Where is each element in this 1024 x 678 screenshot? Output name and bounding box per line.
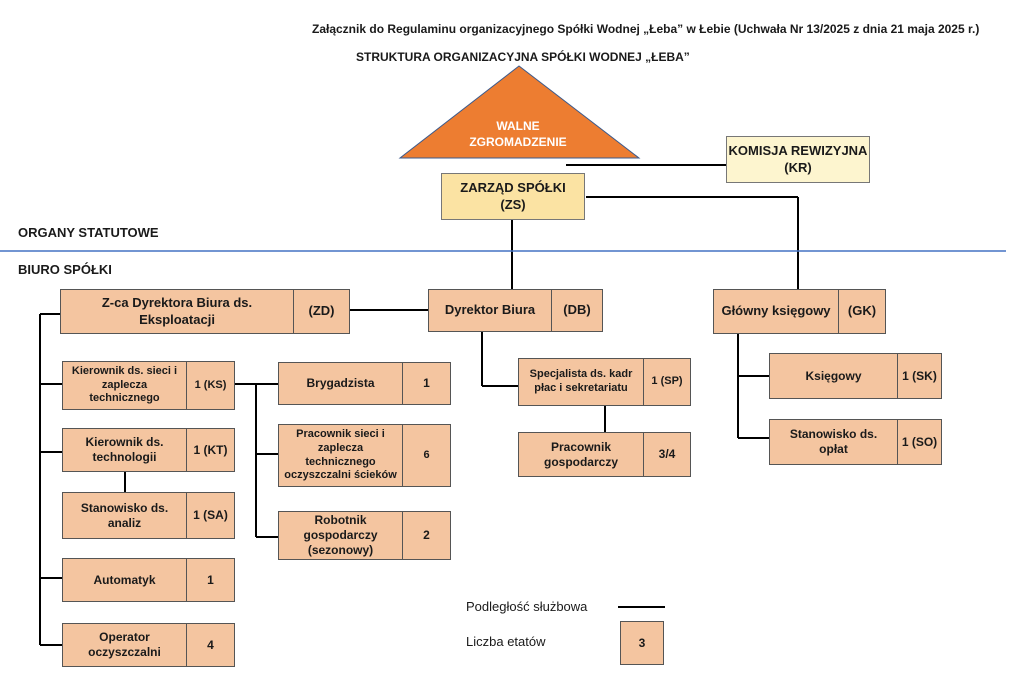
audit-committee-box: KOMISJA REWIZYJNA (KR) (726, 136, 870, 183)
unit-db-label: Dyrektor Biura (444, 302, 536, 318)
unit-automatyk: Automatyk 1 (62, 558, 235, 602)
legend-positions-sample: 3 (620, 621, 664, 665)
unit-so-count: 1 (SO) (897, 420, 941, 464)
unit-so: Stanowisko ds. opłat 1 (SO) (769, 419, 942, 465)
unit-zd: Z-ca Dyrektora Biura ds. Eksploatacji (Z… (60, 289, 350, 334)
audit-code: (KR) (784, 159, 812, 175)
unit-pracownik-sieci-label: Pracownik sieci i zaplecza technicznego … (284, 428, 397, 482)
unit-so-label: Stanowisko ds. opłat (789, 427, 878, 456)
unit-pg-count: 3/4 (643, 433, 690, 476)
unit-ks-label: Kierownik ds. sieci i zaplecza techniczn… (71, 364, 178, 405)
section-statutory: ORGANY STATUTOWE (18, 225, 159, 240)
board-code: (ZS) (500, 196, 526, 212)
unit-kt: Kierownik ds. technologii 1 (KT) (62, 428, 235, 472)
unit-sk-count: 1 (SK) (897, 354, 941, 398)
unit-zd-label: Z-ca Dyrektora Biura ds. Eksploatacji (101, 295, 253, 327)
unit-brygadzista: Brygadzista 1 (278, 362, 451, 405)
unit-gk: Główny księgowy (GK) (713, 289, 886, 334)
unit-sk-label: Księgowy (805, 368, 862, 383)
unit-operator: Operator oczyszczalni 4 (62, 623, 235, 667)
unit-automatyk-count: 1 (186, 559, 234, 601)
unit-pracownik-sieci-count: 6 (402, 425, 450, 486)
unit-ks-count: 1 (KS) (186, 362, 234, 409)
unit-sa: Stanowisko ds. analiz 1 (SA) (62, 492, 235, 539)
unit-robotnik: Robotnik gospodarczy (sezonowy) 2 (278, 511, 451, 560)
unit-operator-label: Operator oczyszczalni (88, 630, 161, 659)
legend-positions-label: Liczba etatów (466, 634, 546, 649)
unit-gk-label: Główny księgowy (721, 303, 831, 319)
unit-gk-count: (GK) (838, 290, 885, 333)
legend-positions-value: 3 (638, 635, 646, 650)
unit-sp: Specjalista ds. kadr płac i sekretariatu… (518, 358, 691, 406)
unit-kt-count: 1 (KT) (186, 429, 234, 471)
unit-sk: Księgowy 1 (SK) (769, 353, 942, 399)
unit-pg: Pracownik gospodarczy 3/4 (518, 432, 691, 477)
unit-brygadzista-count: 1 (402, 363, 450, 404)
unit-sa-label: Stanowisko ds. analiz (80, 500, 169, 530)
unit-ks: Kierownik ds. sieci i zaplecza techniczn… (62, 361, 235, 410)
unit-zd-count: (ZD) (293, 290, 349, 333)
unit-db: Dyrektor Biura (DB) (428, 289, 603, 332)
unit-sa-count: 1 (SA) (186, 493, 234, 538)
unit-robotnik-label: Robotnik gospodarczy (sezonowy) (303, 513, 378, 557)
unit-brygadzista-label: Brygadzista (306, 376, 375, 390)
unit-pracownik-sieci: Pracownik sieci i zaplecza technicznego … (278, 424, 451, 487)
unit-db-count: (DB) (551, 290, 602, 331)
audit-name: KOMISJA REWIZYJNA (728, 142, 868, 158)
page-title: STRUKTURA ORGANIZACYJNA SPÓŁKI WODNEJ „Ł… (356, 50, 690, 64)
annex-note: Załącznik do Regulaminu organizacyjnego … (312, 22, 980, 36)
section-office: BIURO SPÓŁKI (18, 262, 112, 277)
unit-automatyk-label: Automatyk (93, 572, 156, 587)
unit-pg-label: Pracownik gospodarczy (543, 439, 618, 469)
unit-kt-label: Kierownik ds. technologii (85, 435, 164, 464)
board-box: ZARZĄD SPÓŁKI (ZS) (441, 173, 585, 220)
unit-operator-count: 4 (186, 624, 234, 666)
unit-robotnik-count: 2 (402, 512, 450, 559)
unit-sp-count: 1 (SP) (643, 359, 690, 405)
assembly-triangle (398, 65, 641, 159)
unit-sp-label: Specjalista ds. kadr płac i sekretariatu (529, 368, 633, 394)
assembly-label: WALNE ZGROMADZENIE (469, 119, 567, 150)
legend-subordination-label: Podległość służbowa (466, 599, 588, 614)
board-name: ZARZĄD SPÓŁKI (460, 179, 566, 195)
